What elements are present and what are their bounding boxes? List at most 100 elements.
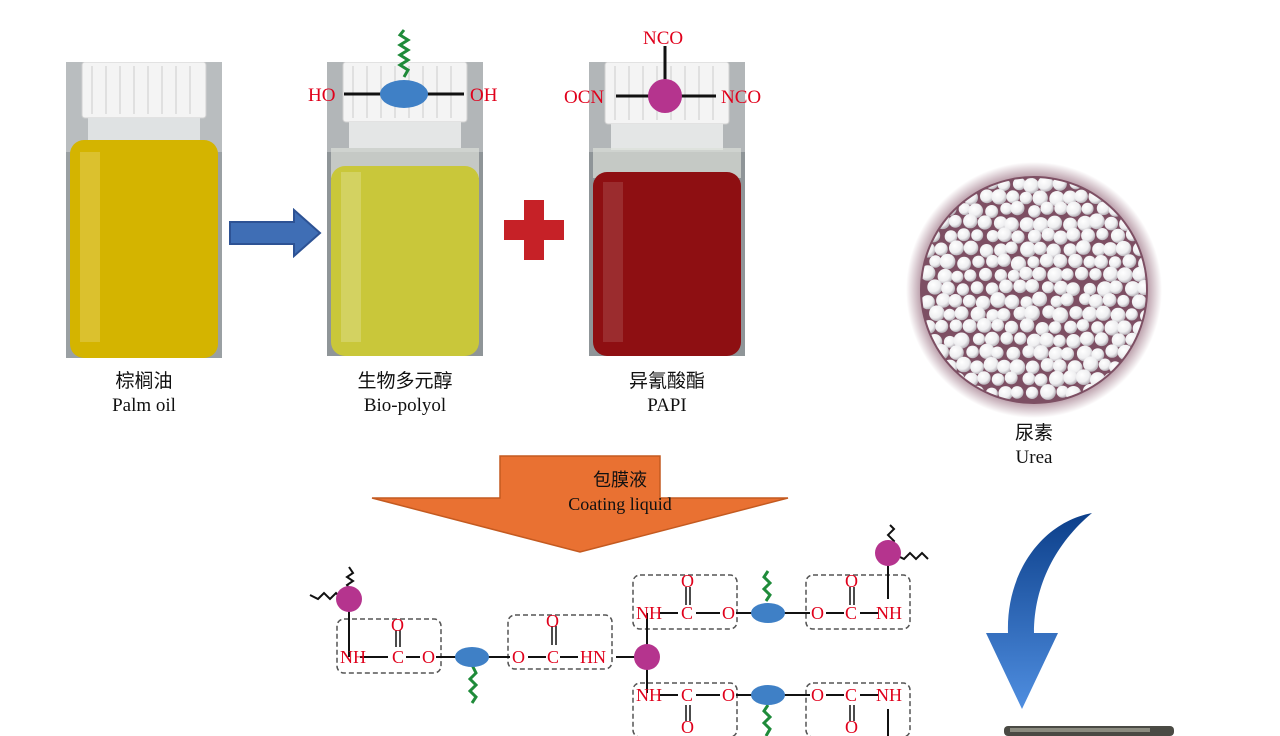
iso-node-2 xyxy=(634,644,660,670)
nh-5: NH xyxy=(636,685,662,705)
coating-liquid-arrow xyxy=(371,455,789,553)
urea-granule xyxy=(972,255,985,268)
papi-structure: NCO OCN NCO xyxy=(564,28,761,113)
polyol-node-3 xyxy=(751,685,785,705)
urea-granule xyxy=(1117,267,1133,283)
palm-oil-label: 棕榈油 Palm oil xyxy=(76,370,212,418)
coating-cn: 包膜液 xyxy=(593,470,647,490)
urea-granule xyxy=(922,372,936,387)
urea-granule xyxy=(1103,266,1119,282)
c-5: C xyxy=(681,685,693,705)
urea-granule xyxy=(948,294,963,308)
urea-granule xyxy=(1077,215,1093,232)
urea-granule xyxy=(1131,294,1146,310)
urea-granule xyxy=(1053,230,1068,245)
isocyanate-node xyxy=(648,79,682,113)
urea-granule xyxy=(1006,190,1020,204)
urea-granule xyxy=(1024,305,1040,321)
urea-granule xyxy=(1117,294,1130,308)
nco-top: NCO xyxy=(643,28,683,49)
urea-granule xyxy=(1066,334,1081,349)
urea-granule xyxy=(1139,357,1146,371)
urea-granule xyxy=(1137,279,1146,296)
palm-oil-en: Palm oil xyxy=(112,395,176,416)
urea-granule xyxy=(949,240,964,256)
urea-granule xyxy=(1082,306,1098,322)
urea-granule xyxy=(971,229,984,242)
urea-granule xyxy=(1135,383,1146,399)
urea-granule xyxy=(1102,293,1117,307)
urea-granule xyxy=(1027,256,1040,269)
urea-granule xyxy=(1066,227,1081,242)
urea-granule xyxy=(934,242,948,256)
urea-granule xyxy=(1095,305,1111,321)
urea-granule xyxy=(998,386,1013,401)
urea-granule xyxy=(1130,187,1146,204)
hydroxyl-right: OH xyxy=(470,85,498,106)
urea-granule xyxy=(1104,320,1120,336)
urea-granule xyxy=(939,253,956,270)
urea-granule xyxy=(1115,240,1132,257)
urea-granule xyxy=(1020,241,1036,258)
urea-granule xyxy=(1092,242,1106,257)
urea-granule xyxy=(1122,179,1136,193)
polyol-node-1 xyxy=(455,647,489,667)
plus-sign xyxy=(504,200,564,260)
papi-label: 异氰酸酯 PAPI xyxy=(599,370,735,418)
urea-granule xyxy=(1066,201,1082,217)
curved-blue-arrow xyxy=(986,513,1092,709)
urea-granule xyxy=(1039,253,1054,268)
urea-granule xyxy=(1060,293,1074,307)
urea-granule xyxy=(1110,307,1126,323)
urethane-box-1 xyxy=(336,618,442,674)
urea-granule xyxy=(957,256,971,271)
urea-granule xyxy=(928,178,942,191)
urea-granule xyxy=(1042,305,1056,319)
urea-granule xyxy=(990,292,1006,308)
urea-granule xyxy=(963,213,978,229)
ocn-left: OCN xyxy=(564,87,604,108)
urea-granule xyxy=(949,214,962,228)
urea-granule xyxy=(1025,279,1040,293)
coating-liquid-label: 包膜液 Coating liquid xyxy=(540,468,700,516)
urea-granule xyxy=(1098,358,1112,371)
urea-granule xyxy=(1019,318,1035,333)
urea-granule xyxy=(997,308,1011,322)
urea-granule xyxy=(975,295,991,311)
urea-granule xyxy=(986,309,1000,323)
urea-granule xyxy=(1110,228,1126,243)
o-carbonyl-2: O xyxy=(546,611,559,631)
polyurethane-network: NH C O O O C O HN NH C O O O C O NH NH C… xyxy=(309,524,929,736)
urea-granule xyxy=(1049,370,1065,387)
papi-en: PAPI xyxy=(647,395,687,416)
urea-granule xyxy=(1019,217,1035,232)
urea-granule xyxy=(984,331,1000,347)
urea-granule xyxy=(994,269,1008,282)
urea-granule xyxy=(1068,253,1083,269)
urea-granule xyxy=(1081,202,1094,215)
urea-granule xyxy=(929,255,942,268)
urea-granule xyxy=(1041,281,1055,294)
urea-granule xyxy=(943,308,956,321)
urea-granule xyxy=(977,371,991,385)
palm-oil-bottle xyxy=(66,62,222,358)
hydroxyl-left: HO xyxy=(308,85,335,106)
urea-granule xyxy=(983,357,999,373)
iso-node-3 xyxy=(875,540,901,566)
urea-granule xyxy=(991,319,1005,332)
urea-granule xyxy=(1060,347,1075,361)
urea-granule xyxy=(922,295,935,310)
urea-granule xyxy=(935,319,949,333)
o-ester-5: O xyxy=(722,685,735,705)
urea-granule xyxy=(1022,345,1036,359)
urea-granule xyxy=(1064,320,1078,334)
o-ester-6: O xyxy=(811,685,824,705)
urea-granule xyxy=(1032,267,1047,281)
urea-granule xyxy=(1025,360,1040,375)
urea-granule xyxy=(1000,332,1014,345)
urea-granule xyxy=(953,332,970,349)
urea-granule xyxy=(1079,293,1092,306)
urea-granule xyxy=(1014,332,1027,345)
urea-granule xyxy=(1061,268,1074,281)
